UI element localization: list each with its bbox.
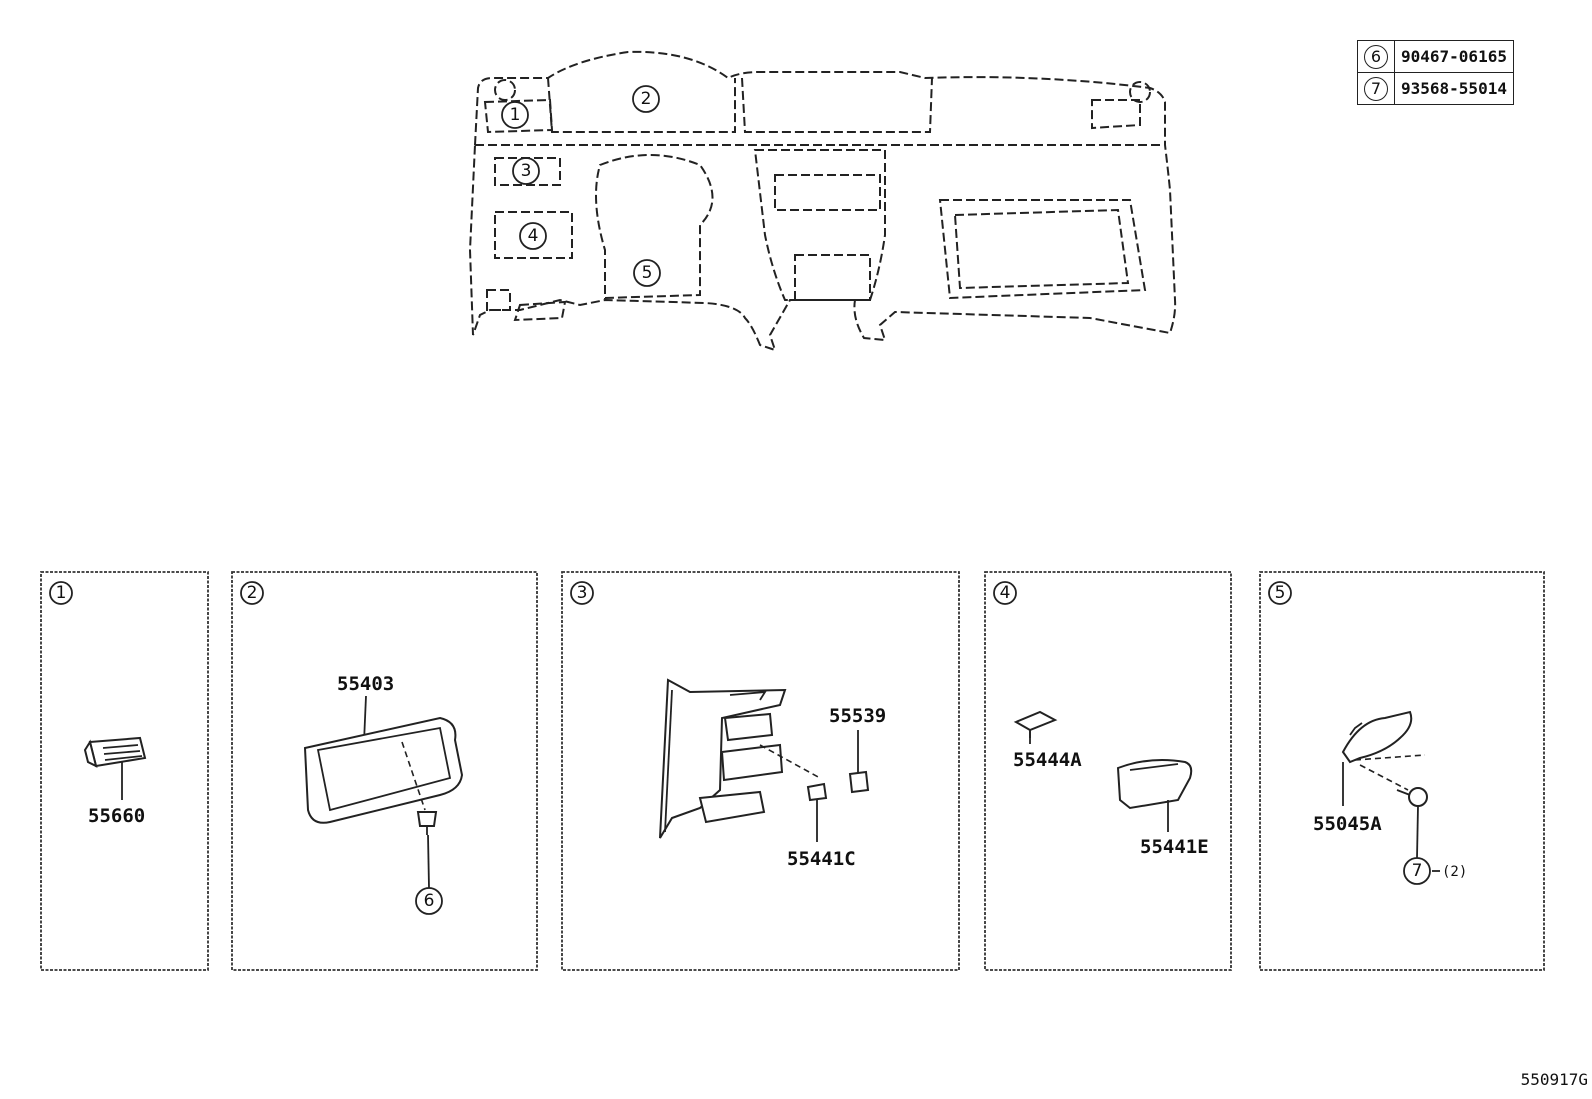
panel-ref-number: 3	[577, 583, 588, 603]
panel-frame	[561, 571, 960, 971]
callout-circle	[501, 101, 529, 129]
callout-number[interactable]: 7	[1412, 861, 1423, 881]
callout-number[interactable]: 3	[521, 161, 532, 181]
panel-ref-circle	[993, 581, 1017, 605]
part-number-label[interactable]: 55444A	[1013, 749, 1082, 771]
panel-ref-circle	[1268, 581, 1292, 605]
part-number-label[interactable]: 55539	[829, 705, 886, 727]
switch-part-drawing[interactable]	[848, 770, 870, 794]
hole-cover-part-drawing[interactable]	[806, 782, 828, 802]
panel-3: 3 55539 55441C	[561, 571, 960, 971]
panel-ref-circle	[49, 581, 73, 605]
panel-frame	[40, 571, 209, 971]
part-number-label[interactable]: 55403	[337, 673, 394, 695]
callout-number[interactable]: 5	[642, 263, 653, 283]
callout-circle	[1403, 857, 1431, 885]
panel-ref-number: 2	[247, 583, 258, 603]
reference-row: 7 93568-55014	[1357, 72, 1514, 105]
callout-circle	[415, 887, 443, 915]
reference-circle-cell: 6	[1357, 40, 1395, 73]
part-number-label[interactable]: 55045A	[1313, 813, 1382, 835]
callout-number[interactable]: 1	[510, 105, 521, 125]
callout-circle	[519, 222, 547, 250]
reference-row: 6 90467-06165	[1357, 40, 1514, 73]
part-number-label[interactable]: 55660	[88, 805, 145, 827]
reference-table: 6 90467-06165 7 93568-55014	[1357, 40, 1514, 105]
dashboard-overview	[468, 50, 1177, 352]
meter-hood-part-drawing[interactable]	[303, 716, 464, 824]
air-vent-part-drawing[interactable]	[83, 736, 147, 768]
small-cover-part-drawing[interactable]	[1013, 710, 1058, 738]
callout-circle	[632, 85, 660, 113]
diagram-code: 550917G	[1520, 1070, 1588, 1089]
clip-part-drawing[interactable]	[416, 811, 438, 835]
panel-ref-number: 4	[1000, 583, 1011, 603]
panel-ref-number: 1	[56, 583, 67, 603]
callout-number[interactable]: 2	[641, 89, 652, 109]
panel-5: 5 55045A 7 (2)	[1259, 571, 1545, 971]
panel-frame	[1259, 571, 1545, 971]
pocket-part-drawing[interactable]	[1116, 759, 1193, 810]
lower-panel-part-drawing[interactable]	[659, 678, 787, 839]
part-number-label[interactable]: 55441E	[1140, 836, 1209, 858]
panel-2: 2 55403 6	[231, 571, 538, 971]
panel-4: 4 55444A 55441E	[984, 571, 1232, 971]
callout-circle	[633, 259, 661, 287]
callout-number[interactable]: 4	[528, 226, 539, 246]
callout-circle	[512, 157, 540, 185]
panel-frame	[231, 571, 538, 971]
overview-callouts: 1 2 3 4 5	[501, 85, 661, 287]
ref-number: 7	[1364, 76, 1388, 101]
ref-number: 6	[1364, 44, 1388, 69]
reference-circle-cell: 7	[1357, 72, 1395, 105]
screw-part-drawing[interactable]	[1396, 787, 1428, 807]
part-number-label[interactable]: 55441C	[787, 848, 856, 870]
panel-ref-circle	[570, 581, 594, 605]
reference-part-number[interactable]: 90467-06165	[1394, 40, 1514, 73]
panel-ref-circle	[240, 581, 264, 605]
reference-part-number[interactable]: 93568-55014	[1394, 72, 1514, 105]
lower-cover-part-drawing[interactable]	[1341, 710, 1413, 764]
panel-frame	[984, 571, 1232, 971]
panel-1: 1 55660	[40, 571, 209, 971]
quantity-label: (2)	[1442, 864, 1467, 880]
panel-ref-number: 5	[1275, 583, 1286, 603]
callout-number[interactable]: 6	[424, 891, 435, 911]
